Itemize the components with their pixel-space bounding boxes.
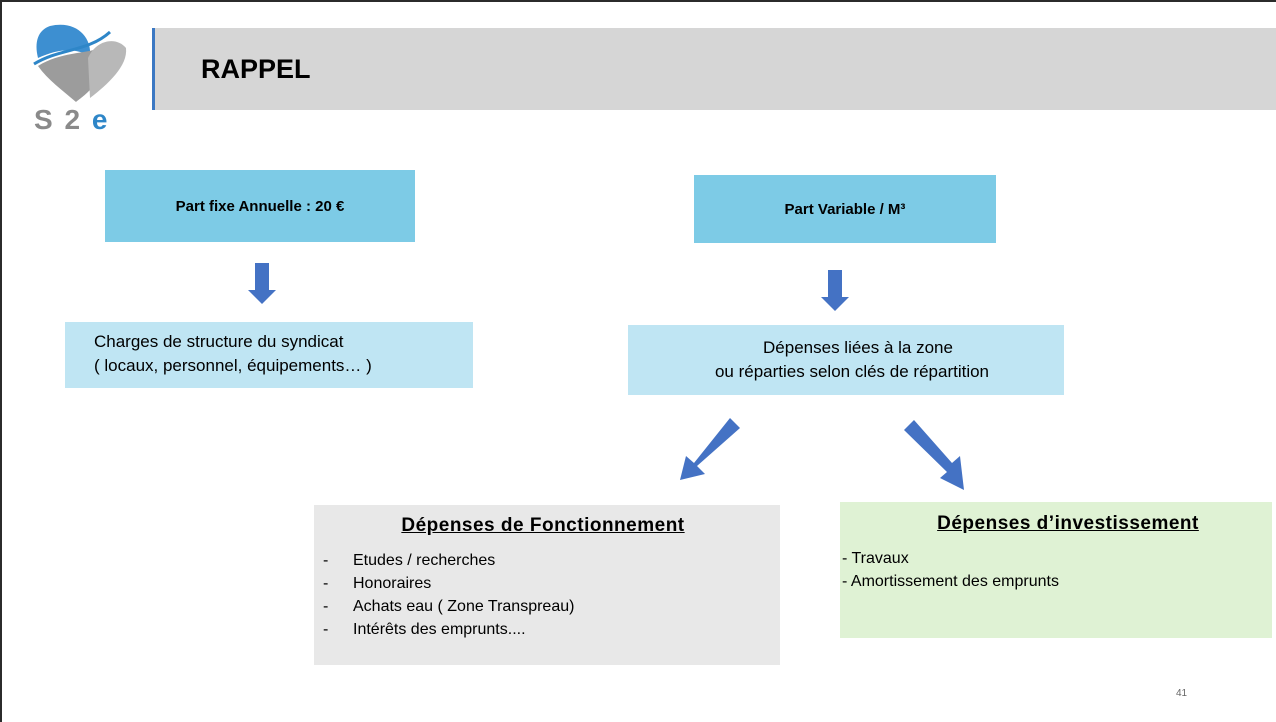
fonctionnement-list: -Etudes / recherches -Honoraires -Achats… (323, 549, 780, 641)
arrow-diagonal-to-investissement (904, 420, 964, 490)
page-title: RAPPEL (201, 54, 311, 84)
list-item: - Travaux (842, 550, 909, 567)
list-item: -Achats eau ( Zone Transpreau) (323, 598, 575, 615)
depenses-fonctionnement-box: Dépenses de Fonctionnement -Etudes / rec… (314, 505, 780, 665)
fonctionnement-heading: Dépenses de Fonctionnement (401, 515, 685, 536)
part-variable-label: Part Variable / M³ (784, 200, 906, 218)
depenses-investissement-box: Dépenses d’investissement - Travaux - Am… (840, 502, 1272, 638)
arrow-down-left-column (248, 263, 276, 304)
investissement-list: - Travaux - Amortissement des emprunts (842, 547, 1272, 593)
part-variable-box: Part Variable / M³ (694, 175, 996, 243)
list-item: -Intérêts des emprunts.... (323, 621, 526, 638)
charges-structure-box: Charges de structure du syndicat ( locau… (65, 322, 473, 388)
charges-line-2: ( locaux, personnel, équipements… ) (94, 356, 372, 375)
arrow-down-right-column (821, 270, 849, 311)
list-item: - Amortissement des emprunts (842, 573, 1059, 590)
list-item: -Etudes / recherches (323, 552, 496, 569)
investissement-heading: Dépenses d’investissement (937, 513, 1199, 534)
list-item: -Honoraires (323, 575, 432, 592)
depenses-zone-line-2: ou réparties selon clés de répartition (714, 362, 990, 381)
logo-drop-icon (33, 24, 127, 102)
page-number: 41 (1176, 688, 1188, 699)
depenses-zone-line-1: Dépenses liées à la zone (763, 338, 953, 357)
part-fixe-box: Part fixe Annuelle : 20 € (105, 170, 415, 242)
charges-line-1: Charges de structure du syndicat (94, 332, 344, 351)
logo: S 2 e (30, 18, 130, 135)
title-bar: RAPPEL (152, 28, 1276, 110)
logo-text: S 2 e (34, 104, 110, 135)
depenses-zone-box: Dépenses liées à la zone ou réparties se… (628, 325, 1064, 395)
arrow-diagonal-to-fonctionnement (680, 418, 740, 480)
part-fixe-label: Part fixe Annuelle : 20 € (175, 197, 345, 215)
